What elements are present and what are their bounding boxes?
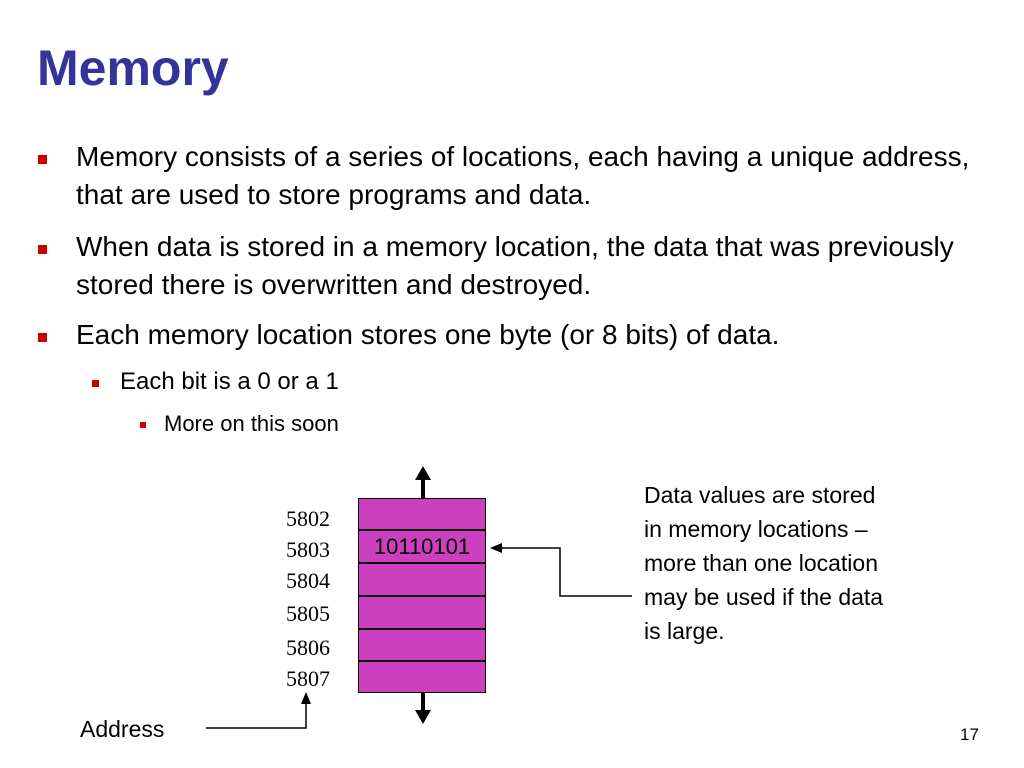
square-bullet-icon: [38, 245, 47, 254]
page-number: 17: [960, 725, 979, 744]
address-arrow-icon: [206, 692, 311, 729]
down-arrow-icon: [415, 693, 431, 724]
square-bullet-icon: [140, 422, 146, 428]
bullet-text: Memory consists of a series of locations…: [76, 141, 970, 210]
square-bullet-icon: [38, 333, 47, 342]
memory-cell-stored: 10110101: [358, 530, 486, 563]
address-label-5807: 5807: [286, 666, 330, 691]
sub-bullet-text: Each bit is a 0 or a 1: [120, 368, 339, 395]
address-axis-label: Address: [80, 716, 165, 742]
address-label-5805: 5805: [286, 601, 330, 626]
square-bullet-icon: [92, 380, 99, 387]
stored-byte-value: 10110101: [373, 534, 471, 559]
up-arrow-icon: [415, 466, 431, 498]
bullet-list: Memory consists of a series of locations…: [38, 141, 970, 436]
memory-cell: [358, 596, 486, 629]
address-label-5804: 5804: [286, 568, 330, 593]
bullet-text: When data is stored in a memory location…: [76, 231, 954, 300]
address-label-5803: 5803: [286, 537, 330, 562]
diagram-caption: Data values are stored in memory locatio…: [644, 482, 884, 644]
bullet-text: Each memory location stores one byte (or…: [76, 319, 780, 350]
memory-cell: [358, 661, 486, 693]
caption-arrow-icon: [490, 543, 632, 597]
square-bullet-icon: [38, 155, 47, 164]
address-label-5806: 5806: [286, 635, 330, 660]
slide-title: Memory: [37, 40, 229, 96]
address-label-5802: 5802: [286, 506, 330, 531]
memory-cell: [358, 498, 486, 530]
sub-sub-bullet-text: More on this soon: [164, 411, 339, 436]
memory-cell: [358, 563, 486, 596]
memory-cell: [358, 629, 486, 661]
